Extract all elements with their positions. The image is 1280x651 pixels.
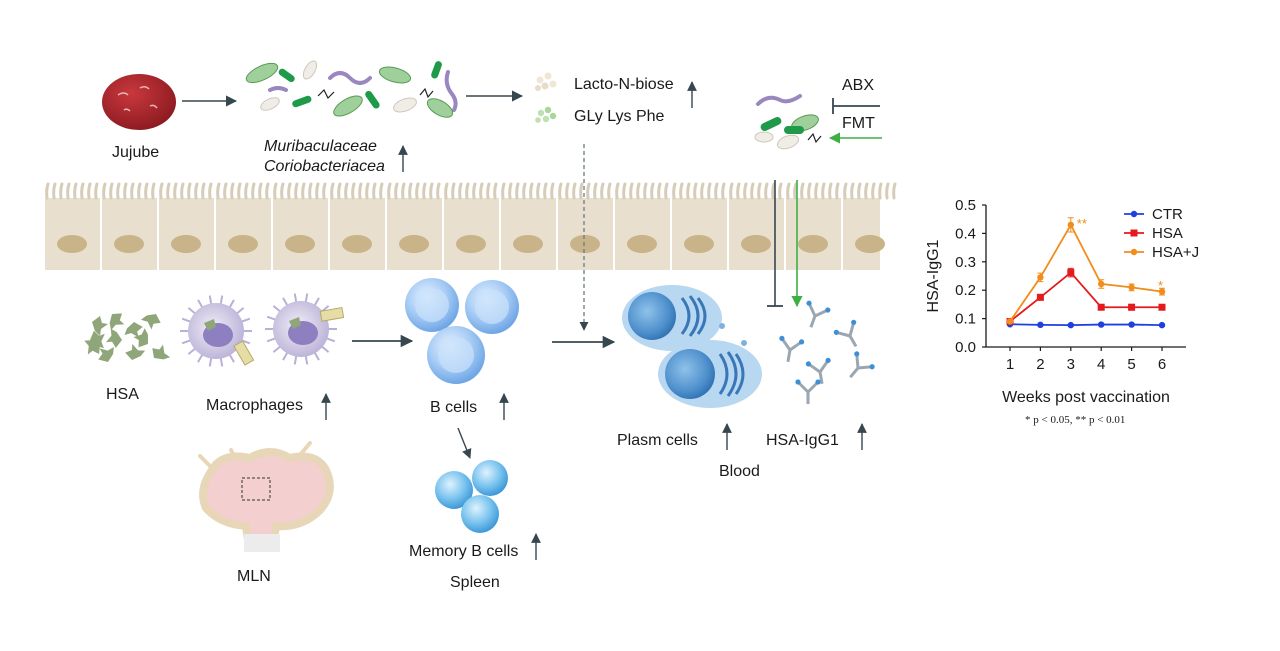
gut-bacteria-icon xyxy=(245,60,458,118)
data-point xyxy=(1097,303,1105,311)
y-tick-label: 0.5 xyxy=(955,197,976,214)
hsa-antigen-icon xyxy=(84,313,171,362)
data-point xyxy=(1006,318,1014,325)
y-tick-label: 0.3 xyxy=(955,254,976,271)
macrophage-icon xyxy=(180,293,345,367)
mln-lymph-node-icon xyxy=(198,441,334,552)
series-line xyxy=(1009,271,1162,323)
data-point xyxy=(1067,221,1075,229)
bacteria-label-1: Muribaculaceae xyxy=(264,138,377,155)
macrophages-label: Macrophages xyxy=(206,397,303,414)
data-point xyxy=(1037,274,1044,281)
legend-label: CTR xyxy=(1152,206,1183,223)
fmt-label: FMT xyxy=(842,115,875,132)
y-tick-label: 0.0 xyxy=(955,339,976,356)
significance-annotation: * xyxy=(1158,278,1163,293)
memory-b-cells-icon xyxy=(435,460,508,533)
legend-marker xyxy=(1130,248,1138,256)
b-cells-label: B cells xyxy=(430,399,478,416)
data-point xyxy=(1158,288,1166,295)
legend-label: HSA+J xyxy=(1152,244,1199,261)
legend-label: HSA xyxy=(1152,225,1183,242)
intestinal-epithelium xyxy=(43,182,897,270)
legend-marker xyxy=(1130,229,1138,237)
y-tick-label: 0.4 xyxy=(955,225,976,242)
mln-label: MLN xyxy=(237,568,271,585)
jujube-label: Jujube xyxy=(112,144,160,161)
bcell-to-memory-arrow xyxy=(457,427,472,459)
data-point xyxy=(1158,303,1166,311)
x-tick-label: 1 xyxy=(1006,356,1014,373)
spleen-label: Spleen xyxy=(450,574,500,591)
y-tick-label: 0.2 xyxy=(955,282,976,299)
chart-footnote: * p < 0.05, ** p < 0.01 xyxy=(1025,414,1126,426)
bacteria-label-2: Coriobacteriacea xyxy=(264,158,385,175)
data-point xyxy=(1128,284,1135,291)
data-point xyxy=(1037,321,1044,329)
blood-label: Blood xyxy=(719,463,760,480)
fmt-bacteria-icon xyxy=(754,94,822,150)
x-tick-label: 2 xyxy=(1036,356,1044,373)
data-point xyxy=(1128,303,1136,311)
gly-lys-phe-icon xyxy=(535,106,557,123)
metabolite-label-2: GLy Lys Phe xyxy=(574,108,665,125)
b-cells-icon xyxy=(405,278,519,384)
y-axis-label: HSA-IgG1 xyxy=(925,239,942,312)
x-tick-label: 3 xyxy=(1067,356,1075,373)
memory-b-cells-label: Memory B cells xyxy=(409,543,519,560)
data-point xyxy=(1098,280,1105,288)
data-point xyxy=(1067,321,1075,329)
data-point xyxy=(1128,321,1135,328)
data-point xyxy=(1067,269,1075,277)
metabolite-label-1: Lacto-N-biose xyxy=(574,76,674,93)
x-tick-label: 6 xyxy=(1158,356,1166,373)
series-line xyxy=(1009,323,1163,327)
antibody-igg1-icon xyxy=(779,300,875,404)
data-point xyxy=(1158,321,1166,329)
x-axis-label: Weeks post vaccination xyxy=(1002,389,1170,406)
x-tick-label: 4 xyxy=(1097,356,1105,373)
significance-annotation: ** xyxy=(1077,216,1087,231)
hsa-label: HSA xyxy=(106,386,139,403)
hsa-igg1-label: HSA-IgG1 xyxy=(766,432,839,449)
data-point xyxy=(1036,293,1044,301)
abx-label: ABX xyxy=(842,77,875,94)
data-point xyxy=(1098,321,1105,328)
x-tick-label: 5 xyxy=(1127,356,1135,373)
plasma-cells-icon xyxy=(622,285,762,408)
legend-marker xyxy=(1130,210,1138,218)
jujube-icon xyxy=(102,74,176,130)
plasm-cells-label: Plasm cells xyxy=(617,432,698,449)
series-line xyxy=(1009,223,1163,322)
y-tick-label: 0.1 xyxy=(955,311,976,328)
lacto-n-biose-icon xyxy=(535,72,557,91)
